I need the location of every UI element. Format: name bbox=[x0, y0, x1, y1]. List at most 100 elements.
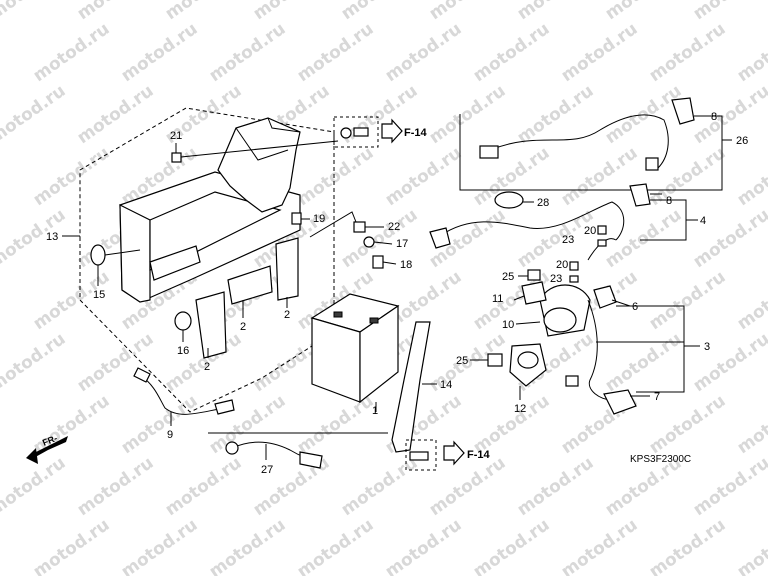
starter-cable bbox=[208, 432, 388, 469]
part-number-11: 11 bbox=[492, 293, 503, 305]
watermark-text: motod.ru bbox=[0, 453, 69, 520]
part-number-26: 26 bbox=[736, 135, 748, 147]
watermark-text: motod.ru bbox=[470, 19, 554, 86]
watermark-text: motod.ru bbox=[30, 391, 114, 458]
watermark-text: motod.ru bbox=[382, 19, 466, 86]
front-direction-arrow bbox=[26, 436, 68, 464]
watermark-text: motod.ru bbox=[558, 143, 642, 210]
part-number-13: 13 bbox=[46, 231, 58, 243]
part-number-25b: 25 bbox=[456, 355, 468, 367]
wire-harness-26 bbox=[459, 97, 723, 191]
fastener-set bbox=[309, 211, 397, 269]
watermark-text: motod.ru bbox=[294, 515, 378, 576]
part-number-18: 18 bbox=[400, 259, 412, 271]
watermark-text: motod.ru bbox=[734, 143, 768, 210]
battery-box-assembly bbox=[62, 107, 339, 413]
part-number-15: 15 bbox=[93, 289, 105, 301]
watermark-text: motod.ru bbox=[74, 0, 158, 24]
part-number-14: 14 bbox=[440, 379, 452, 391]
part-number-12: 12 bbox=[514, 403, 526, 415]
watermark-text: motod.ru bbox=[338, 453, 422, 520]
part-number-20b: 20 bbox=[556, 259, 568, 271]
watermark-text: motod.ru bbox=[426, 81, 510, 148]
part-number-23b: 23 bbox=[550, 273, 562, 285]
watermark-text: motod.ru bbox=[30, 515, 114, 576]
part-number-8b: 8 bbox=[666, 195, 672, 207]
part-number-17: 17 bbox=[396, 238, 408, 250]
watermark-text: motod.ru bbox=[470, 515, 554, 576]
part-number-8a: 8 bbox=[711, 111, 717, 123]
watermark-text: motod.ru bbox=[162, 0, 246, 24]
ground-cable bbox=[133, 367, 235, 426]
part-number-21: 21 bbox=[170, 130, 182, 142]
watermark-text: motod.ru bbox=[118, 515, 202, 576]
watermark-text: motod.ru bbox=[0, 329, 69, 396]
ref-label-f14-bottom: F-14 bbox=[467, 449, 491, 461]
watermark-text: motod.ru bbox=[734, 391, 768, 458]
watermark-text: motod.ru bbox=[0, 205, 69, 272]
watermark-text: motod.ru bbox=[382, 143, 466, 210]
wire-3 bbox=[565, 238, 700, 415]
watermark-text: motod.ru bbox=[602, 0, 686, 24]
wire-4 bbox=[429, 183, 687, 249]
watermark-text: motod.ru bbox=[646, 19, 730, 86]
ref-f14-bottom bbox=[405, 439, 465, 471]
watermark-text: motod.ru bbox=[514, 0, 598, 24]
battery-holder bbox=[391, 321, 437, 453]
watermark-text: motod.ru bbox=[0, 0, 69, 24]
ref-label-f14-top: F-14 bbox=[404, 127, 428, 139]
watermark-text: motod.ru bbox=[118, 391, 202, 458]
watermark-text: motod.ru bbox=[30, 143, 114, 210]
watermark-text: motod.ru bbox=[558, 515, 642, 576]
part-number-25a: 25 bbox=[502, 271, 514, 283]
part-number-20a: 20 bbox=[584, 225, 596, 237]
part-number-4: 4 bbox=[700, 215, 706, 227]
watermark-text: motod.ru bbox=[426, 0, 510, 24]
part-number-27: 27 bbox=[261, 464, 273, 476]
watermark-text: motod.ru bbox=[206, 391, 290, 458]
watermark-text: motod.ru bbox=[74, 453, 158, 520]
watermark-text: motod.ru bbox=[0, 81, 69, 148]
nuts-20-23 bbox=[569, 225, 607, 283]
drawing-code: KPS3F2300C bbox=[630, 454, 691, 465]
part-number-2a: 2 bbox=[240, 321, 246, 333]
battery bbox=[310, 293, 400, 412]
part-number-7: 7 bbox=[654, 391, 660, 403]
starter-relay bbox=[470, 269, 591, 400]
watermark-text: motod.ru bbox=[734, 19, 768, 86]
watermark-text: motod.ru bbox=[646, 267, 730, 334]
watermark-text: motod.ru bbox=[338, 0, 422, 24]
part-number-6: 6 bbox=[632, 301, 638, 313]
part-number-3: 3 bbox=[704, 341, 710, 353]
watermark-text: motod.ru bbox=[514, 453, 598, 520]
part-number-23a: 23 bbox=[562, 234, 574, 246]
watermark-text: motod.ru bbox=[250, 0, 334, 24]
watermark-text: motod.ru bbox=[294, 19, 378, 86]
part-number-28: 28 bbox=[537, 197, 549, 209]
watermark-text: motod.ru bbox=[118, 19, 202, 86]
part-number-9: 9 bbox=[167, 429, 173, 441]
watermark-text: motod.ru bbox=[74, 329, 158, 396]
part-number-16: 16 bbox=[177, 345, 189, 357]
watermark-text: motod.ru bbox=[690, 81, 768, 148]
watermark-text: motod.ru bbox=[514, 81, 598, 148]
watermark-text: motod.ru bbox=[734, 267, 768, 334]
watermark-text: motod.ru bbox=[426, 453, 510, 520]
watermark-text: motod.ru bbox=[734, 515, 768, 576]
watermark-text: motod.ru bbox=[602, 329, 686, 396]
watermark-text: motod.ru bbox=[30, 19, 114, 86]
part-number-19: 19 bbox=[313, 213, 325, 225]
part-number-22: 22 bbox=[388, 221, 400, 233]
watermark-text: motod.ru bbox=[206, 19, 290, 86]
watermark-text: motod.ru bbox=[294, 391, 378, 458]
part-number-1: 1 bbox=[372, 405, 378, 417]
watermark-text: motod.ru bbox=[646, 515, 730, 576]
watermark-text: motod.ru bbox=[690, 453, 768, 520]
watermark-text: motod.ru bbox=[382, 515, 466, 576]
watermark-text: motod.ru bbox=[690, 329, 768, 396]
watermark-text: motod.ru bbox=[558, 19, 642, 86]
part-number-2c: 2 bbox=[204, 361, 210, 373]
